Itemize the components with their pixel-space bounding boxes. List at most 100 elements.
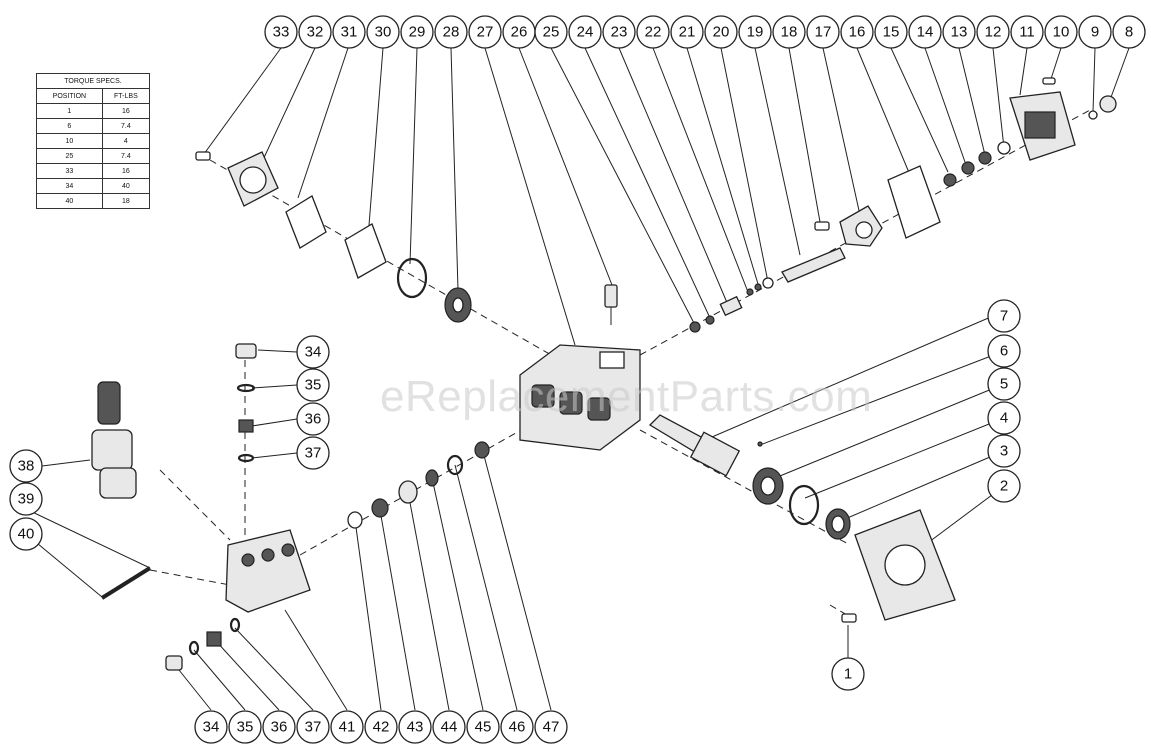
svg-text:5: 5 [1000, 376, 1008, 393]
svg-text:42: 42 [373, 719, 390, 736]
svg-text:35: 35 [237, 719, 254, 736]
svg-text:34: 34 [305, 344, 322, 361]
callout-6: 6 [987, 334, 1021, 368]
part-dipstick-26 [604, 284, 618, 325]
callout-42: 42 [364, 710, 398, 744]
callout-30: 30 [366, 15, 400, 49]
callout-14: 14 [908, 15, 942, 49]
part-seals-25-19 [689, 277, 774, 333]
part-seal-3 [825, 508, 851, 540]
callout-45: 45 [466, 710, 500, 744]
svg-text:25: 25 [543, 24, 560, 41]
callout-9: 9 [1078, 15, 1112, 49]
svg-text:24: 24 [577, 24, 594, 41]
svg-text:4: 4 [1000, 410, 1008, 427]
svg-text:20: 20 [713, 24, 730, 41]
callout-35-top: 35 [296, 368, 330, 402]
part-unloader-valve-38 [91, 381, 137, 499]
svg-text:27: 27 [477, 24, 494, 41]
callout-27: 27 [468, 15, 502, 49]
svg-text:12: 12 [985, 24, 1002, 41]
callout-29: 29 [400, 15, 434, 49]
callout-12: 12 [976, 15, 1010, 49]
callout-22: 22 [636, 15, 670, 49]
part-manifold-41 [225, 529, 311, 613]
callout-34-bottom: 34 [194, 710, 228, 744]
part-gasket-31 [285, 195, 327, 249]
svg-text:7: 7 [1000, 308, 1008, 325]
svg-text:41: 41 [339, 719, 356, 736]
svg-text:18: 18 [781, 24, 798, 41]
part-flange-32 [227, 151, 279, 207]
callout-19: 19 [738, 15, 772, 49]
callouts: 33 32 31 30 29 28 27 26 25 24 23 22 21 2… [9, 15, 1146, 744]
svg-text:8: 8 [1125, 24, 1133, 41]
callout-16: 16 [840, 15, 874, 49]
callout-31: 31 [332, 15, 366, 49]
callout-25: 25 [534, 15, 568, 49]
part-screw-33 [195, 151, 211, 161]
part-oring-29 [396, 257, 428, 299]
svg-text:2: 2 [1000, 478, 1008, 495]
callout-8: 8 [1112, 15, 1146, 49]
torque-header-ftlbs: FT-LBS [101, 88, 151, 104]
part-plug-8-9 [1088, 95, 1117, 120]
svg-text:16: 16 [849, 24, 866, 41]
torque-table-title: TORQUE SPECS. [36, 73, 150, 89]
part-bearing-28 [444, 287, 472, 323]
callout-20: 20 [704, 15, 738, 49]
callout-17: 17 [806, 15, 840, 49]
callout-24: 24 [568, 15, 602, 49]
part-key-6 [757, 441, 763, 447]
callout-13: 13 [942, 15, 976, 49]
watermark: eReplacementParts.com [380, 372, 873, 421]
svg-text:28: 28 [443, 24, 460, 41]
svg-text:22: 22 [645, 24, 662, 41]
svg-text:19: 19 [747, 24, 764, 41]
callout-32: 32 [298, 15, 332, 49]
callout-36-top: 36 [296, 402, 330, 436]
part-seals-42-47 [347, 441, 490, 529]
callout-37-bottom: 37 [296, 710, 330, 744]
part-crankcase-27 [519, 344, 641, 451]
svg-text:13: 13 [951, 24, 968, 41]
callout-10: 10 [1044, 15, 1078, 49]
callout-46: 46 [500, 710, 534, 744]
part-bearing-5 [752, 467, 784, 505]
svg-text:36: 36 [305, 411, 322, 428]
svg-text:32: 32 [307, 24, 324, 41]
svg-text:37: 37 [305, 445, 322, 462]
callout-18: 18 [772, 15, 806, 49]
svg-text:40: 40 [18, 526, 35, 543]
part-oring-4 [788, 484, 820, 526]
svg-text:15: 15 [883, 24, 900, 41]
svg-text:44: 44 [441, 719, 458, 736]
callout-5: 5 [987, 367, 1021, 401]
callout-28: 28 [434, 15, 468, 49]
callout-44: 44 [432, 710, 466, 744]
part-bolt-40 [100, 566, 152, 600]
part-crankshaft-7 [648, 414, 741, 477]
callout-4: 4 [987, 401, 1021, 435]
callout-39: 39 [9, 482, 43, 516]
svg-text:39: 39 [18, 491, 35, 508]
svg-text:36: 36 [271, 719, 288, 736]
callout-40: 40 [9, 517, 43, 551]
part-rod-cap-17 [839, 205, 883, 247]
svg-text:26: 26 [511, 24, 528, 41]
svg-text:3: 3 [1000, 443, 1008, 460]
part-gasket-30 [344, 223, 387, 279]
svg-text:6: 6 [1000, 343, 1008, 360]
callout-1: 1 [831, 657, 865, 691]
callout-35-bottom: 35 [228, 710, 262, 744]
part-cover-11 [1009, 91, 1076, 161]
leader-lines [25, 47, 1130, 711]
svg-text:31: 31 [341, 24, 358, 41]
svg-text:35: 35 [305, 377, 322, 394]
